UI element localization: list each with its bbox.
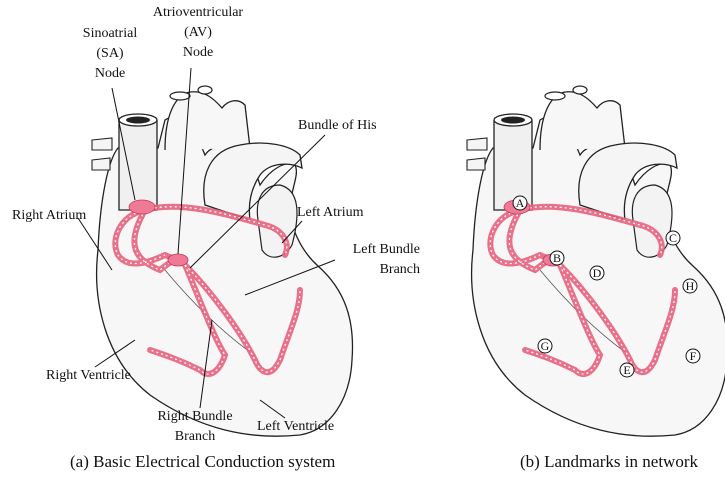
landmark-b: B	[553, 251, 561, 265]
right-atrium-label: Right Atrium	[12, 206, 86, 226]
av-node-label: Atrioventricular (AV) Node	[138, 3, 258, 63]
caption-b: (b) Landmarks in network	[520, 452, 698, 472]
landmark-h: H	[686, 279, 695, 293]
landmark-a: A	[516, 196, 525, 210]
left-bundle-branch-label: Left Bundle Branch	[330, 240, 420, 280]
caption-a: (a) Basic Electrical Conduction system	[70, 452, 335, 472]
landmark-c: C	[669, 231, 677, 245]
landmark-g: G	[541, 339, 550, 353]
left-atrium-label: Left Atrium	[297, 203, 364, 223]
right-ventricle-label: Right Ventricle	[46, 366, 131, 386]
right-bundle-branch-label: Right Bundle Branch	[140, 407, 250, 447]
bundle-of-his-label: Bundle of His	[298, 116, 377, 136]
heart-diagram-b	[467, 86, 725, 436]
left-ventricle-label: Left Ventricle	[257, 417, 334, 437]
landmark-e: E	[623, 363, 630, 377]
landmark-f: F	[690, 349, 697, 363]
heart-diagram-a	[92, 86, 353, 436]
landmark-d: D	[593, 266, 602, 280]
